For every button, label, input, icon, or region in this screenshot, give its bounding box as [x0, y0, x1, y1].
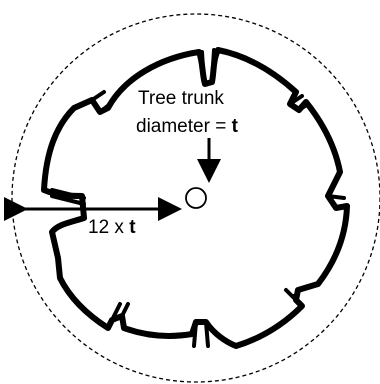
- trunk-label-line1: Tree trunk: [138, 88, 224, 109]
- barrier-post-right: [326, 194, 350, 210]
- trunk-label-line2-prefix: diameter =: [136, 116, 232, 137]
- trunk-label-variable: t: [232, 116, 239, 137]
- barrier-post-lower-left: [110, 302, 130, 322]
- barrier-post-upper-right: [288, 94, 310, 112]
- radius-label: 12 x t: [88, 217, 136, 238]
- barrier-post-top: [200, 48, 216, 86]
- radius-label-prefix: 12 x: [88, 217, 129, 238]
- protective-barrier-ring: [41, 47, 350, 349]
- radius-label-variable: t: [129, 217, 136, 238]
- trunk-label-line2: diameter = t: [136, 116, 239, 137]
- barrier-post-upper-left: [90, 90, 112, 114]
- barrier-post-bottom: [192, 320, 210, 348]
- tree-trunk-circle: [185, 187, 207, 209]
- barrier-post-lower-right: [284, 288, 304, 308]
